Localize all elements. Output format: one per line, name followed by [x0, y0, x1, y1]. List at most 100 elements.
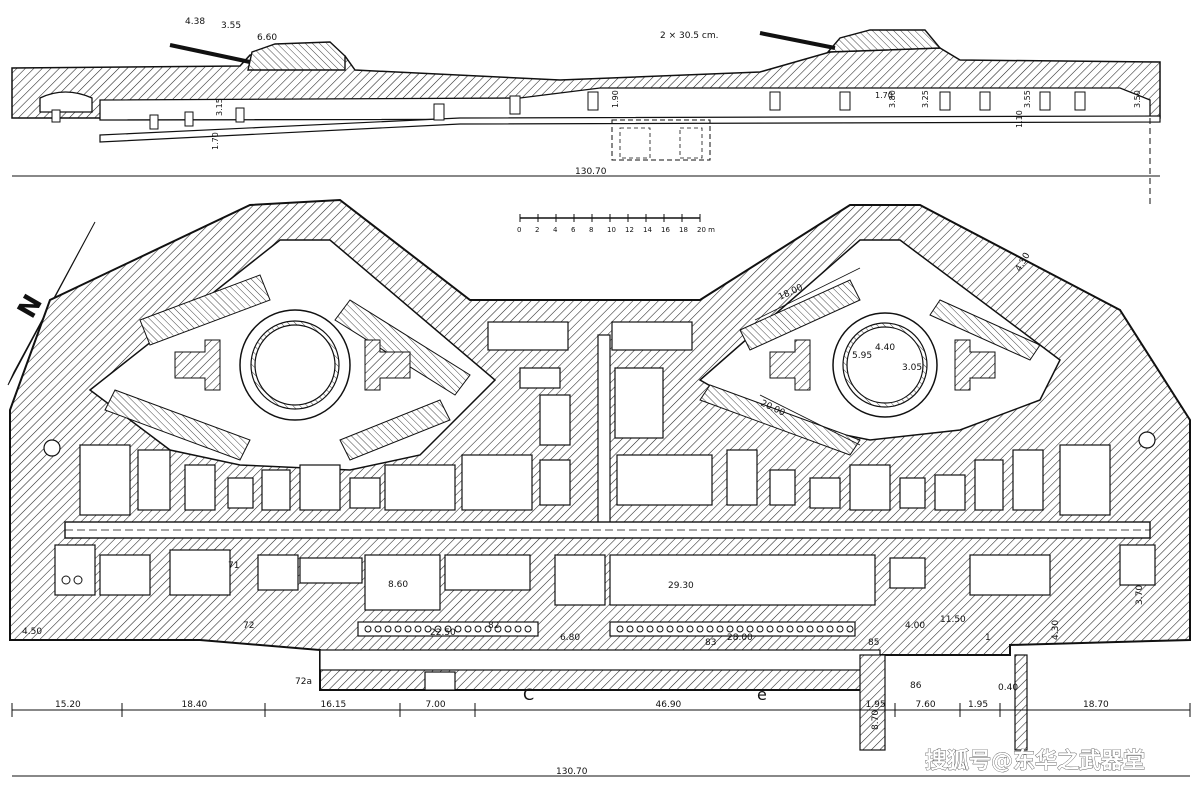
- height-label: 3.55: [1023, 90, 1032, 108]
- magazine-niche: [656, 625, 664, 633]
- magazine-niche: [444, 625, 452, 633]
- magazine-niche: [434, 625, 442, 633]
- bottom-dim-label: 15.20: [55, 700, 81, 710]
- magazine-niche: [454, 625, 462, 633]
- magazine-gallery-left: [357, 621, 539, 637]
- left-wing-rooms-a: [139, 274, 271, 346]
- right-wing-rooms-c: [929, 299, 1041, 361]
- left-wing-rooms-d: [339, 399, 451, 461]
- section-doors: [51, 91, 1086, 130]
- dim-label: 6.80: [560, 633, 580, 643]
- bottom-dim-label: 46.90: [656, 700, 682, 710]
- dim-label: 4.30: [1051, 620, 1061, 640]
- magazine-niche: [686, 625, 694, 633]
- height-label: 3.25: [921, 90, 930, 108]
- scale-tick-label: 4: [553, 226, 558, 234]
- dim-label: 3.70: [1135, 585, 1145, 605]
- bottom-dim-label: 1.95: [866, 700, 886, 710]
- magazine-niche: [504, 625, 512, 633]
- turret-left: [247, 41, 346, 71]
- magazine-niche: [796, 625, 804, 633]
- left-cross-a: [174, 339, 221, 391]
- lower-exit: [1014, 654, 1028, 751]
- turret-pit-left-inner: [254, 324, 336, 406]
- bottom-total-length: 130.70: [556, 767, 588, 777]
- scale-tick-label: 8: [589, 226, 593, 234]
- height-label: 3.50: [1133, 90, 1142, 108]
- dim-label: 8.70: [871, 710, 881, 730]
- magazine-niche: [404, 625, 412, 633]
- magazine-niche: [364, 625, 372, 633]
- watermark: 搜狐号@东华之武器堂: [925, 748, 1145, 774]
- bottom-dim-label: 18.70: [1083, 700, 1109, 710]
- section-mark: e: [757, 685, 767, 704]
- scale-tick-label: 10: [607, 226, 616, 234]
- dim-label: 71: [228, 561, 239, 571]
- magazine-niche: [746, 625, 754, 633]
- dim-label: 3.05: [902, 363, 922, 373]
- section-height-labels: 1.70 3.15 1.90 1.70 3.80 3.25 1.10 3.55 …: [211, 90, 1142, 150]
- magazine-niche: [424, 625, 432, 633]
- upper-room-row: [79, 444, 1111, 516]
- height-label: 1.70: [211, 132, 220, 150]
- right-wing-rooms-b: [699, 384, 861, 456]
- dim-label: 0.40: [998, 683, 1018, 693]
- height-label: 1.10: [1015, 110, 1024, 128]
- magazine-niche: [474, 625, 482, 633]
- well-right: [1138, 431, 1156, 449]
- dim-label: 83: [705, 638, 716, 648]
- bottom-dim-label: 16.15: [321, 700, 347, 710]
- magazine-niche: [374, 625, 382, 633]
- section-foundation-3: [679, 127, 703, 159]
- dim-label: 4.40: [875, 343, 895, 353]
- height-label: 1.90: [611, 90, 620, 108]
- dim-label: 8.60: [388, 580, 408, 590]
- well-left: [43, 439, 61, 457]
- central-block-e: [519, 367, 561, 389]
- section-corridor: [99, 87, 1151, 121]
- magazine-niche: [816, 625, 824, 633]
- section-mark: C: [523, 685, 534, 704]
- section-floor: [99, 115, 1161, 143]
- section-foundation-2: [619, 127, 651, 159]
- dim-label: 85: [868, 638, 879, 648]
- scale-tick-label: 16: [661, 226, 670, 234]
- magazine-niche: [766, 625, 774, 633]
- bottom-dim-label: 1.95: [968, 700, 988, 710]
- magazine-niche: [666, 625, 674, 633]
- gun-barrel-right: [759, 31, 836, 50]
- lower-shaft: [859, 654, 886, 751]
- magazine-niche: [726, 625, 734, 633]
- central-block-d: [539, 394, 571, 446]
- central-vertical-corridor: [597, 334, 611, 531]
- magazine-niche: [696, 625, 704, 633]
- gun-barrel-left: [169, 43, 251, 64]
- dim-label: 28.00: [727, 633, 753, 643]
- magazine-niche: [776, 625, 784, 633]
- right-cross-a: [769, 339, 811, 391]
- central-block-c: [614, 367, 664, 439]
- exit-block: [424, 671, 456, 691]
- dim-label: 86: [910, 681, 922, 691]
- dim-label: 22.50: [430, 628, 456, 638]
- scale-tick-label: 2: [535, 226, 539, 234]
- cross-section: 4.38 3.55 6.60 2 × 30.5 cm. 1.70 3.15 1.…: [11, 17, 1161, 205]
- left-wing-rooms-b: [334, 299, 471, 396]
- magazine-niche: [646, 625, 654, 633]
- magazine-niche: [786, 625, 794, 633]
- central-block-a: [487, 321, 569, 351]
- lower-passage: [319, 649, 881, 671]
- lower-room-row: [54, 544, 1156, 611]
- turret-pit-right-inner: [846, 326, 924, 404]
- fortress-plan: 18.00 5.95 4.40 3.05 20.00 4.30 8.60 29.…: [9, 198, 1191, 751]
- height-label: 1.70: [875, 91, 893, 100]
- left-wing-rooms-c: [104, 389, 251, 461]
- dim-label: 1: [985, 633, 991, 643]
- left-cross-b: [364, 339, 411, 391]
- magazine-niche: [636, 625, 644, 633]
- magazine-niche: [846, 625, 854, 633]
- magazine-niche: [806, 625, 814, 633]
- dim-label: 72a: [295, 677, 312, 687]
- right-dim-line-side: [759, 394, 861, 446]
